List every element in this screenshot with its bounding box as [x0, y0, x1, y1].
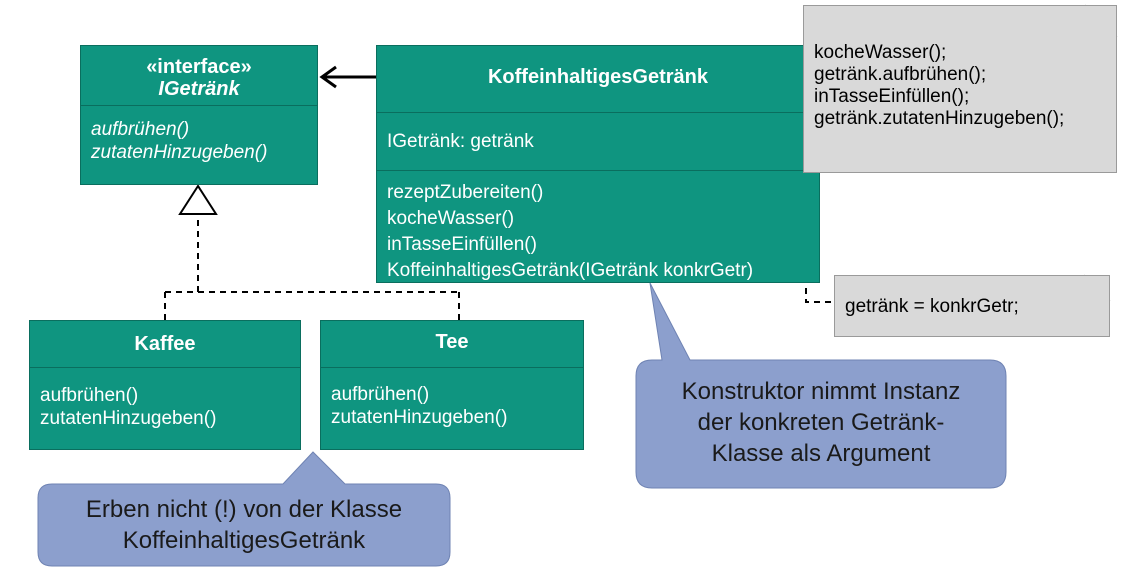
- callout-constructor-bubble: [635, 282, 1007, 489]
- interface-methods: aufbrühen() zutatenHinzugeben(): [81, 105, 317, 164]
- callout-constructor-line: der konkreten Getränk-: [697, 409, 945, 436]
- note-rezept-line: inTasseEinfüllen();: [814, 86, 970, 107]
- note-rezept-line: getränk.aufbrühen();: [814, 64, 987, 85]
- koffein-methods: rezeptZubereiten() kocheWasser() inTasse…: [377, 170, 819, 284]
- tee-header: Tee: [321, 321, 583, 367]
- interface-method: zutatenHinzugeben(): [91, 142, 268, 163]
- tee-method: zutatenHinzugeben(): [331, 407, 508, 428]
- koffein-method: inTasseEinfüllen(): [387, 234, 537, 255]
- note-rezept-line: kocheWasser();: [814, 42, 947, 63]
- note-constructor: getränk = konkrGetr;: [834, 275, 1110, 337]
- interface-stereotype: «interface»: [146, 56, 252, 78]
- koffein-method: KoffeinhaltigesGetränk(IGetränk konkrGet…: [387, 260, 754, 281]
- callout-inherit-line: KoffeinhaltigesGetränk: [122, 527, 366, 554]
- class-koffeinhaltiges-getraenk: KoffeinhaltigesGetränk IGetränk: getränk…: [376, 45, 820, 283]
- class-kaffee: Kaffee aufbrühen() zutatenHinzugeben(): [29, 320, 301, 450]
- callout-inherit: Erben nicht (!) von der Klasse Koffeinha…: [38, 494, 450, 556]
- callout-constructor-line: Konstruktor nimmt Instanz: [681, 378, 961, 405]
- koffein-method: rezeptZubereiten(): [387, 182, 544, 203]
- realization-connector: [164, 214, 460, 320]
- association-arrowhead: [319, 65, 337, 89]
- tee-method: aufbrühen(): [331, 384, 430, 405]
- realization-arrowhead: [178, 184, 218, 215]
- callout-inherit-line: Erben nicht (!) von der Klasse: [85, 496, 403, 523]
- callout-inherit-bubble: [37, 451, 451, 567]
- class-tee: Tee aufbrühen() zutatenHinzugeben(): [320, 320, 584, 450]
- koffein-name: KoffeinhaltigesGetränk: [487, 66, 709, 88]
- interface-name: IGetränk: [158, 78, 240, 100]
- callout-constructor: Konstruktor nimmt Instanz der konkreten …: [636, 376, 1006, 469]
- koffein-attribute: IGetränk: getränk: [387, 131, 534, 152]
- note-rezept: kocheWasser(); getränk.aufbrühen(); inTa…: [803, 5, 1117, 173]
- tee-name: Tee: [435, 331, 469, 353]
- note-rezept-line: getränk.zutatenHinzugeben();: [814, 108, 1065, 129]
- callout-constructor-line: Klasse als Argument: [711, 440, 931, 467]
- kaffee-methods: aufbrühen() zutatenHinzugeben(): [30, 367, 300, 430]
- koffein-attributes: IGetränk: getränk: [377, 112, 819, 170]
- kaffee-method: zutatenHinzugeben(): [40, 408, 217, 429]
- tee-methods: aufbrühen() zutatenHinzugeben(): [321, 367, 583, 429]
- koffein-header: KoffeinhaltigesGetränk: [377, 46, 819, 112]
- koffein-method: kocheWasser(): [387, 208, 515, 229]
- kaffee-name: Kaffee: [134, 333, 196, 355]
- interface-igetraenk: «interface» IGetränk aufbrühen() zutaten…: [80, 45, 318, 185]
- interface-method: aufbrühen(): [91, 119, 190, 140]
- interface-header: «interface» IGetränk: [81, 46, 317, 105]
- note-constructor-text: getränk = konkrGetr;: [845, 296, 1019, 317]
- kaffee-header: Kaffee: [30, 321, 300, 367]
- kaffee-method: aufbrühen(): [40, 385, 139, 406]
